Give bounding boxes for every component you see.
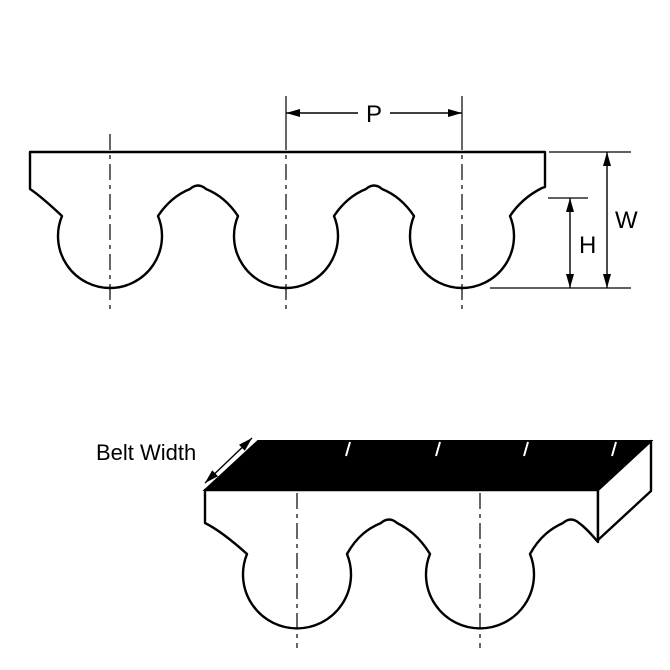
belt-profile-outline xyxy=(28,150,547,290)
belt-width-callout: Belt Width xyxy=(96,437,253,484)
pitch-label-backing xyxy=(358,99,390,127)
pitch-arrowhead-left xyxy=(286,109,300,117)
w-arrowhead-top xyxy=(603,152,611,166)
pitch-arrowhead-right xyxy=(448,109,462,117)
belt-top-surface xyxy=(202,440,654,491)
perspective-view: Belt Width xyxy=(96,437,654,648)
belt-end-face xyxy=(596,439,653,542)
top-surface-tick-1 xyxy=(345,441,351,457)
pitch-dimension: P xyxy=(285,96,463,134)
profile-section-view: P W H xyxy=(28,96,638,310)
belt-front-face xyxy=(203,488,600,630)
tooth-height-dimension: H xyxy=(548,197,596,288)
top-surface-tick-4 xyxy=(611,441,617,457)
belt-width-arrowhead-lower xyxy=(205,470,218,483)
h-arrowhead-bottom xyxy=(566,274,574,288)
height-label: H xyxy=(579,232,596,259)
width-label: W xyxy=(615,207,638,234)
pitch-label: P xyxy=(366,101,382,128)
belt-thickness-dimension: W xyxy=(490,151,638,289)
top-surface-tick-2 xyxy=(435,441,441,457)
h-arrowhead-top xyxy=(566,198,574,212)
belt-width-arrowhead-upper xyxy=(239,438,252,451)
belt-width-label: Belt Width xyxy=(96,440,196,465)
top-surface-tick-3 xyxy=(523,441,529,457)
w-arrowhead-bottom xyxy=(603,274,611,288)
